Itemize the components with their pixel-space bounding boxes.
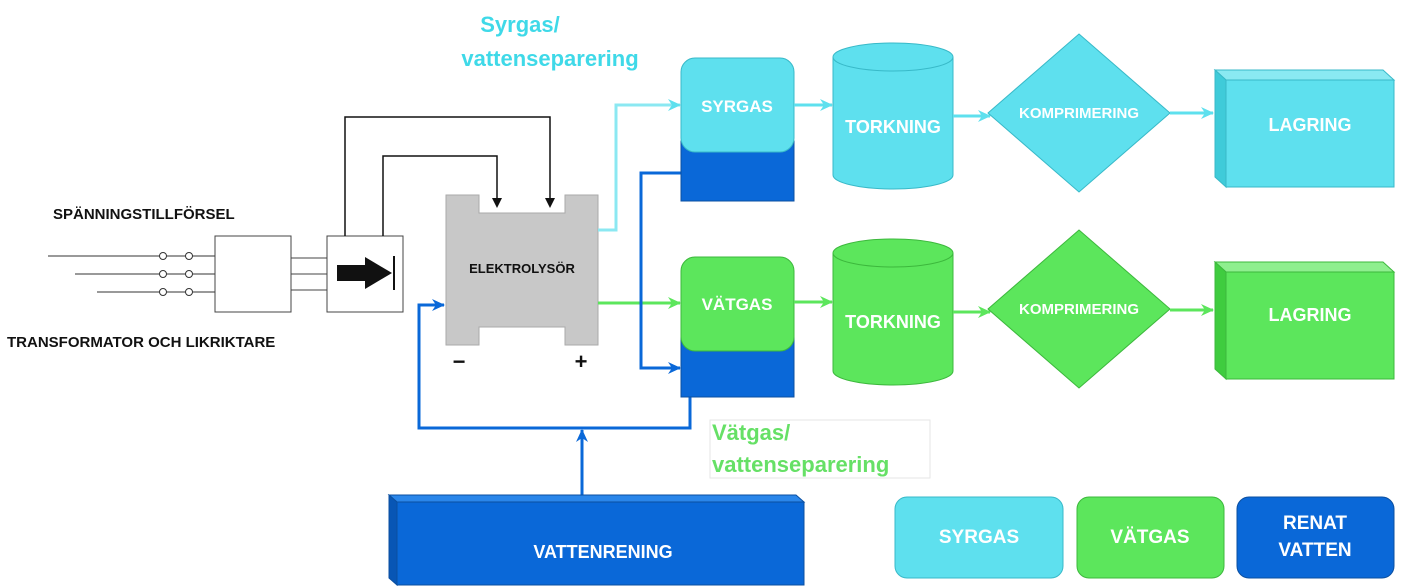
legend-hydrogen-label: VÄTGAS bbox=[1110, 527, 1189, 548]
rectifier-arrow-icon bbox=[337, 256, 395, 290]
water-purification-label: VATTENRENING bbox=[533, 542, 672, 562]
water-loop-line bbox=[417, 299, 692, 430]
water-return-line bbox=[639, 171, 681, 374]
minus-terminal-label: − bbox=[453, 349, 466, 374]
oxygen-compression-label: KOMPRIMERING bbox=[1019, 105, 1139, 122]
legend-water-label-1: RENAT bbox=[1283, 513, 1347, 534]
oxygen-separator-label: SYRGAS bbox=[701, 97, 773, 116]
oxygen-storage-label: LAGRING bbox=[1269, 115, 1352, 135]
transformer-rectifier-label: TRANSFORMATOR OCH LIKRIKTARE bbox=[7, 334, 275, 351]
oxygen-drying-cylinder bbox=[832, 42, 954, 190]
oxygen-separation-label-1: Syrgas/ bbox=[480, 12, 560, 37]
legend-water-swatch bbox=[1236, 496, 1395, 579]
voltage-supply-label: SPÄNNINGSTILLFÖRSEL bbox=[53, 206, 235, 223]
hydrogen-separation-label-2: vattenseparering bbox=[712, 452, 889, 477]
hydrogen-separation-label-1: Vätgas/ bbox=[712, 420, 790, 445]
legend-water-label-2: VATTEN bbox=[1278, 540, 1351, 561]
oxygen-drying-label: TORKNING bbox=[845, 117, 941, 137]
electrolyser-label: ELEKTROLYSÖR bbox=[469, 261, 575, 276]
plus-terminal-label: + bbox=[575, 349, 588, 374]
hydrogen-compression-label: KOMPRIMERING bbox=[1019, 301, 1139, 318]
dc-connections bbox=[344, 116, 555, 236]
legend-hydrogen-swatch bbox=[1076, 496, 1225, 579]
hydrogen-drying-cylinder bbox=[832, 238, 954, 386]
hydrogen-storage-label: LAGRING bbox=[1269, 305, 1352, 325]
water-purification-box bbox=[387, 493, 806, 586]
legend-oxygen-label: SYRGAS bbox=[939, 527, 1019, 548]
hydrogen-compression-diamond bbox=[987, 229, 1171, 389]
oxygen-compression-diamond bbox=[987, 33, 1171, 193]
oxygen-storage-box bbox=[1213, 68, 1396, 189]
oxygen-flow-line bbox=[598, 99, 681, 232]
hydrogen-drying-label: TORKNING bbox=[845, 312, 941, 332]
legend-oxygen-swatch bbox=[894, 496, 1064, 579]
hydrogen-separator-gas bbox=[680, 256, 795, 352]
oxygen-separation-label-2: vattenseparering bbox=[461, 46, 638, 71]
electrolyser-body bbox=[445, 194, 599, 346]
transformer-box bbox=[214, 235, 292, 313]
supply-lines bbox=[48, 252, 215, 296]
hydrogen-separation-label-frame bbox=[709, 419, 931, 479]
hydrogen-storage-box bbox=[1213, 260, 1396, 381]
hydrogen-separator-label: VÄTGAS bbox=[702, 295, 773, 314]
